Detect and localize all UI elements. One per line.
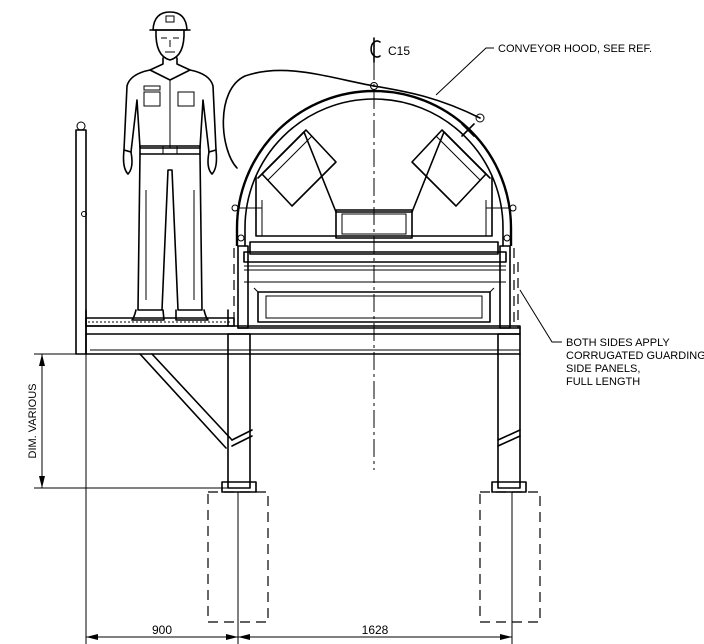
corrugated-guarding: [233, 248, 519, 328]
centerline-tag: C15: [388, 44, 410, 58]
guarding-leader: BOTH SIDES APPLY CORRUGATED GUARDING SID…: [519, 289, 704, 388]
hood-leader: CONVEYOR HOOD, SEE REF.: [435, 43, 652, 96]
conveyor-hood: [222, 69, 517, 247]
horizontal-dimensions: 900 1628: [85, 354, 513, 644]
walkway: [85, 309, 521, 355]
vertical-dimension: DIM. VARIOUS: [27, 353, 228, 489]
right-column: [479, 333, 541, 623]
guard-note-line-2: CORRUGATED GUARDING: [566, 350, 704, 362]
hood-note: CONVEYOR HOOD, SEE REF.: [498, 43, 652, 55]
vertical-dim-label: DIM. VARIOUS: [27, 384, 39, 459]
worker-figure: [122, 11, 218, 321]
guard-note-line-1: BOTH SIDES APPLY: [566, 337, 670, 349]
dim-conveyor-width: 1628: [362, 623, 389, 637]
handrail: [75, 121, 87, 355]
centerline-symbol: [370, 37, 381, 63]
guard-note-line-4: FULL LENGTH: [566, 376, 640, 388]
conveyor-stringer: [237, 241, 521, 329]
troughing-idler: [238, 129, 510, 239]
guard-note-line-3: SIDE PANELS,: [566, 363, 640, 375]
dim-walkway-width: 900: [152, 623, 172, 637]
knee-brace: [139, 353, 233, 449]
left-column: [207, 333, 269, 623]
